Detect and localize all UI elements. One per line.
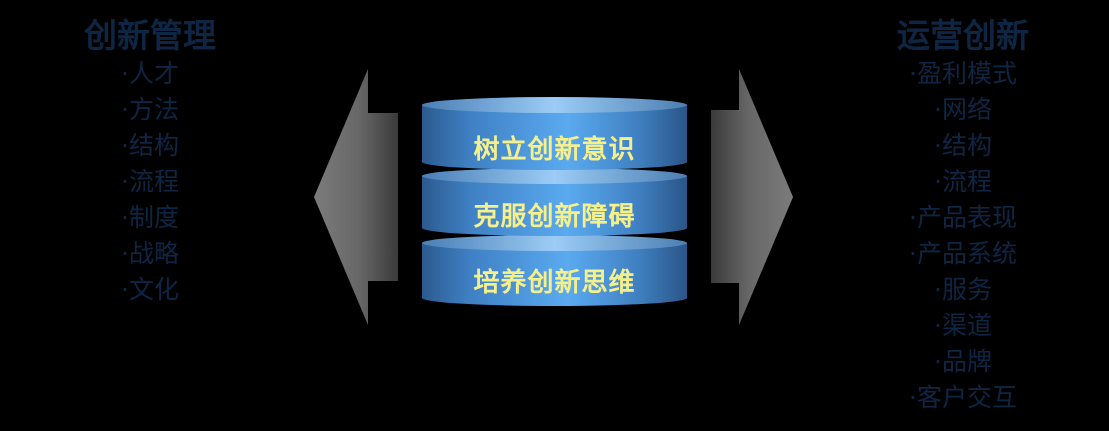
right-panel: 运营创新 盈利模式 网络 结构 流程 产品表现 产品系统 服务 渠道 品牌 客户… <box>862 0 1064 416</box>
left-arrow-icon <box>314 69 398 325</box>
left-panel: 创新管理 人才 方法 结构 流程 制度 战略 文化 <box>50 0 250 308</box>
list-item: 文化 <box>50 272 250 308</box>
layer-3 <box>422 235 687 306</box>
right-arrow-icon <box>711 69 793 325</box>
list-item: 客户交互 <box>862 380 1064 416</box>
list-item: 服务 <box>862 272 1064 308</box>
layer-1-label: 树立创新意识 <box>473 135 636 165</box>
list-item: 战略 <box>50 236 250 272</box>
list-item: 人才 <box>50 56 250 92</box>
layer-2-label: 克服创新障碍 <box>473 202 636 232</box>
layer-2 <box>422 168 687 236</box>
list-item: 网络 <box>862 92 1064 128</box>
list-item: 盈利模式 <box>862 56 1064 92</box>
right-panel-list: 盈利模式 网络 结构 流程 产品表现 产品系统 服务 渠道 品牌 客户交互 <box>862 56 1064 416</box>
list-item: 流程 <box>50 164 250 200</box>
left-panel-title: 创新管理 <box>84 16 216 55</box>
list-item: 结构 <box>862 128 1064 164</box>
list-item: 方法 <box>50 92 250 128</box>
layer-3-label: 培养创新思维 <box>473 268 636 298</box>
list-item: 产品表现 <box>862 200 1064 236</box>
list-item: 产品系统 <box>862 236 1064 272</box>
right-panel-title: 运营创新 <box>897 16 1029 55</box>
list-item: 制度 <box>50 200 250 236</box>
list-item: 结构 <box>50 128 250 164</box>
left-panel-list: 人才 方法 结构 流程 制度 战略 文化 <box>50 56 250 308</box>
list-item: 流程 <box>862 164 1064 200</box>
layer-1 <box>422 97 687 170</box>
list-item: 渠道 <box>862 308 1064 344</box>
list-item: 品牌 <box>862 344 1064 380</box>
